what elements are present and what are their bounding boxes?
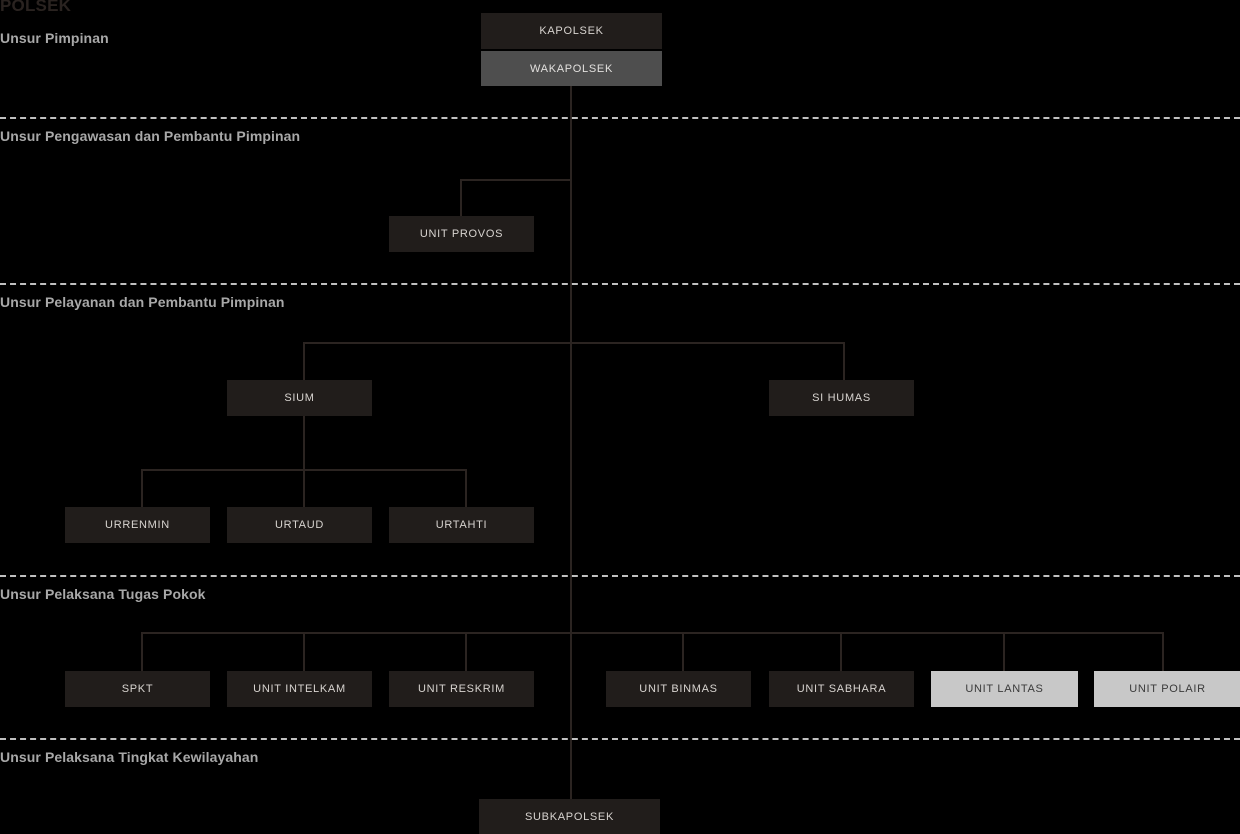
divider-1: [0, 117, 1240, 119]
connector-polair-drop: [1162, 632, 1164, 671]
node-wakapolsek[interactable]: WAKAPOLSEK: [481, 51, 662, 86]
node-unit-reskrim[interactable]: UNIT RESKRIM: [389, 671, 534, 707]
node-urtahti[interactable]: URTAHTI: [389, 507, 534, 543]
connector-sabhara-drop: [840, 632, 842, 671]
node-unit-binmas[interactable]: UNIT BINMAS: [606, 671, 751, 707]
trunk-line-main: [570, 86, 572, 799]
divider-4: [0, 738, 1240, 740]
connector-lantas-drop: [1003, 632, 1005, 671]
connector-sium-drop: [303, 342, 305, 380]
connector-reskrim-drop: [465, 632, 467, 671]
connector-sihumas-drop: [843, 342, 845, 380]
connector-intelkam-drop: [303, 632, 305, 671]
node-unit-polair[interactable]: UNIT POLAIR: [1094, 671, 1240, 707]
node-unit-provos[interactable]: UNIT PROVOS: [389, 216, 534, 252]
connector-pelayanan-bus: [303, 342, 845, 344]
connector-provos-horizontal: [460, 179, 571, 181]
node-subkapolsek[interactable]: SUBKAPOLSEK: [479, 799, 660, 834]
connector-urtaud-drop: [303, 469, 305, 507]
section-label-unsur-pelaksana-tugas: Unsur Pelaksana Tugas Pokok: [0, 586, 206, 602]
node-si-humas[interactable]: SI HUMAS: [769, 380, 914, 416]
node-unit-intelkam[interactable]: UNIT INTELKAM: [227, 671, 372, 707]
section-label-unsur-kewilayahan: Unsur Pelaksana Tingkat Kewilayahan: [0, 749, 259, 765]
section-label-unsur-pelayanan: Unsur Pelayanan dan Pembantu Pimpinan: [0, 294, 285, 310]
node-sium[interactable]: SIUM: [227, 380, 372, 416]
node-unit-lantas[interactable]: UNIT LANTAS: [931, 671, 1078, 707]
section-label-unsur-pengawasan: Unsur Pengawasan dan Pembantu Pimpinan: [0, 128, 301, 144]
node-spkt[interactable]: SPKT: [65, 671, 210, 707]
node-unit-sabhara[interactable]: UNIT SABHARA: [769, 671, 914, 707]
connector-urtahti-drop: [465, 469, 467, 507]
node-urtaud[interactable]: URTAUD: [227, 507, 372, 543]
node-urrenmin[interactable]: URRENMIN: [65, 507, 210, 543]
connector-provos-vertical: [460, 179, 462, 216]
connector-pelaksana-bus: [141, 632, 1164, 634]
divider-2: [0, 283, 1240, 285]
connector-sium-stem: [303, 416, 305, 469]
divider-3: [0, 575, 1240, 577]
connector-urrenmin-drop: [141, 469, 143, 507]
connector-spkt-drop: [141, 632, 143, 671]
node-kapolsek[interactable]: KAPOLSEK: [481, 13, 662, 49]
connector-binmas-drop: [682, 632, 684, 671]
page-title: POLSEK: [0, 0, 72, 15]
section-label-unsur-pimpinan: Unsur Pimpinan: [0, 30, 109, 46]
